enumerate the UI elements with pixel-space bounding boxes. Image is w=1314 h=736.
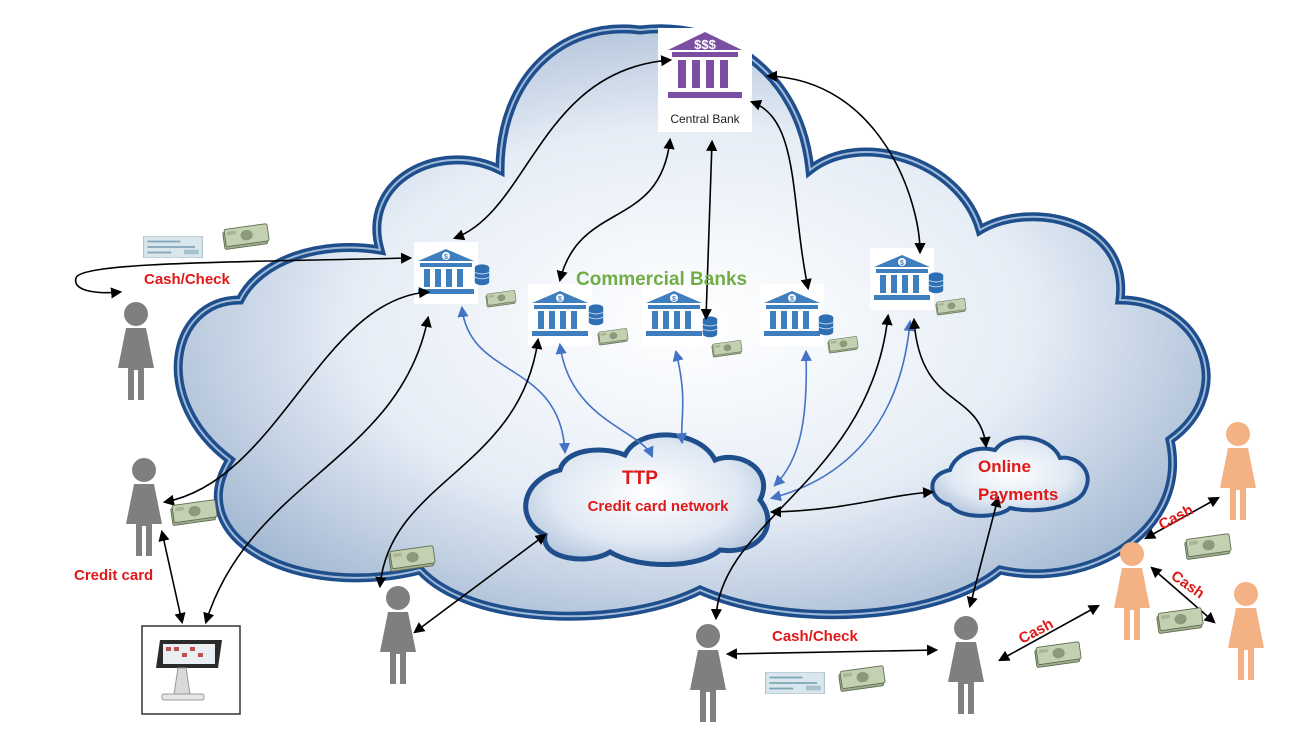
- customer-links: [75, 252, 1220, 662]
- ttp-label: TTP: [622, 468, 658, 489]
- cash-check-label-left: Cash/Check: [144, 271, 231, 288]
- money-stack-icon: [1183, 533, 1233, 561]
- check-icon: [764, 672, 826, 694]
- cash-check-label-bottom: Cash/Check: [772, 628, 859, 645]
- cash-label-1: Cash: [1016, 615, 1056, 647]
- money-stack-icon: [837, 665, 887, 693]
- person-peach-bottom: [1228, 582, 1264, 680]
- check-icon: [142, 236, 204, 258]
- money-stack-icon: [169, 499, 219, 527]
- person-cash-check: [118, 302, 154, 400]
- commercial-bank-5: [870, 248, 967, 316]
- bank-dollars-icon: $$$: [668, 32, 742, 98]
- central-bank-label: Central Bank: [670, 112, 740, 126]
- svg-text:$$$: $$$: [694, 37, 716, 52]
- online-payments-label-line1: Online: [978, 457, 1031, 476]
- credit-card-label: Credit card: [74, 567, 153, 584]
- pos-terminal-icon: [141, 625, 241, 715]
- money-stack-icon: [221, 223, 271, 251]
- commercial-banks-label: Commercial Banks: [576, 269, 747, 290]
- person-peach-middle: [1114, 542, 1150, 640]
- person-peach-top: [1220, 422, 1256, 520]
- person-bottom-right: [948, 616, 984, 714]
- central-bank-links: [452, 55, 926, 321]
- commercial-bank-3: [642, 284, 743, 358]
- credit-card-network-label: Credit card network: [588, 498, 730, 515]
- money-stack-icon: [1155, 607, 1205, 635]
- central-bank: $$$: [658, 28, 752, 132]
- person-ttp: [380, 586, 416, 684]
- cash-label-3: Cash: [1168, 567, 1208, 602]
- person-bottom-left: [690, 624, 726, 722]
- online-payments-label-line2: Payments: [978, 485, 1058, 504]
- money-stack-icon: [1033, 641, 1083, 669]
- person-credit-card: [126, 458, 162, 556]
